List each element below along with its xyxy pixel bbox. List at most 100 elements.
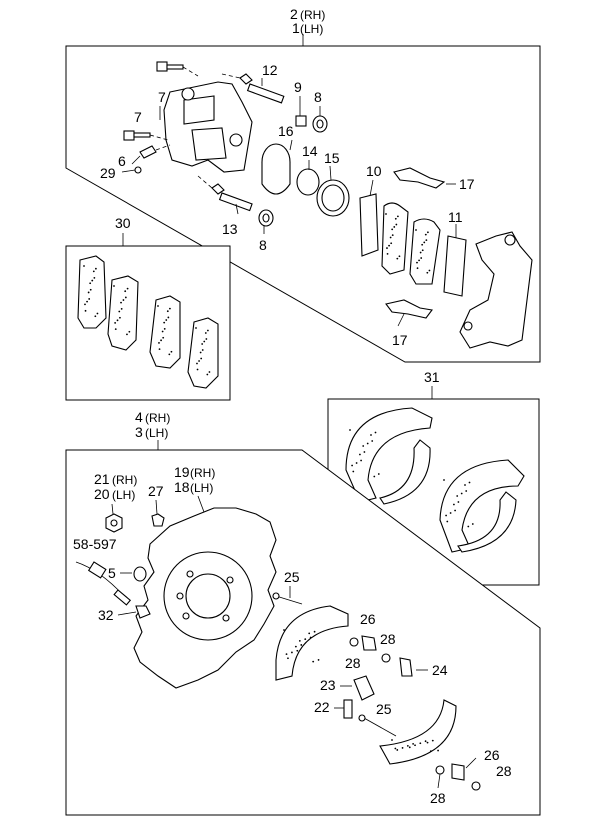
texture-dot xyxy=(421,243,424,246)
texture-dot xyxy=(391,234,394,237)
nut-lh-suffix: (LH) xyxy=(112,488,135,502)
texture-dot xyxy=(423,241,426,244)
texture-dot xyxy=(84,303,86,306)
texture-dot xyxy=(398,255,401,258)
texture-dot xyxy=(414,744,416,747)
texture-dot xyxy=(308,632,311,635)
front-assembly-rh-suffix: (RH) xyxy=(300,8,325,22)
clip-number: 32 xyxy=(98,607,114,623)
texture-dot xyxy=(165,319,168,321)
texture-dot xyxy=(371,440,374,442)
plate-lh-suffix: (LH) xyxy=(190,481,213,495)
texture-dot xyxy=(157,305,159,307)
texture-dot xyxy=(426,271,429,274)
texture-dot xyxy=(396,257,399,260)
callout-12: 12 xyxy=(262,62,278,78)
texture-dot xyxy=(397,215,399,218)
retainer-pin-number: 25 xyxy=(284,569,300,585)
texture-dot xyxy=(418,259,420,262)
texture-dot xyxy=(443,479,445,481)
callout-22: 22 xyxy=(314,699,330,715)
texture-dot xyxy=(406,744,409,747)
texture-dot xyxy=(89,282,92,285)
texture-dot xyxy=(93,276,96,279)
texture-dot xyxy=(401,747,404,749)
callout-8-lower: 8 xyxy=(259,237,267,253)
texture-dot xyxy=(390,242,393,245)
texture-dot xyxy=(420,257,423,259)
texture-dot xyxy=(389,236,392,239)
texture-dot xyxy=(86,300,88,303)
nut-lh-number: 20 xyxy=(94,486,110,502)
texture-dot xyxy=(446,520,449,523)
rear-shoe-upper xyxy=(275,605,349,681)
texture-dot xyxy=(195,327,197,329)
plate-rh-number: 19 xyxy=(174,464,190,480)
clip-17-top-shape xyxy=(393,167,446,189)
texture-dot xyxy=(464,484,466,486)
texture-dot xyxy=(377,473,380,475)
rear-assembly-rh-number: 4 xyxy=(135,409,143,425)
texture-dot xyxy=(300,644,303,646)
texture-dot xyxy=(128,330,131,333)
front-assembly-lh-number: 1 xyxy=(292,20,300,36)
texture-dot xyxy=(416,261,418,264)
texture-dot xyxy=(160,339,162,342)
callout-17-top: 17 xyxy=(459,176,475,192)
nut-rh-suffix: (RH) xyxy=(112,473,137,487)
texture-dot xyxy=(287,657,289,660)
texture-dot xyxy=(312,660,315,663)
texture-dot xyxy=(394,747,397,750)
texture-dot xyxy=(396,749,399,751)
texture-dot xyxy=(359,453,361,456)
texture-dot xyxy=(412,742,415,745)
texture-dot xyxy=(391,228,394,231)
callout-13: 13 xyxy=(222,221,238,237)
texture-dot xyxy=(352,470,355,473)
texture-dot xyxy=(163,321,166,324)
caliper-carrier xyxy=(459,231,533,349)
texture-dot xyxy=(285,653,288,656)
callout-14: 14 xyxy=(302,143,318,159)
front-assembly-lh-suffix: (LH) xyxy=(300,22,323,36)
shoe-kit-number: 31 xyxy=(424,369,440,385)
callout-15: 15 xyxy=(324,150,340,166)
texture-dot xyxy=(454,509,456,512)
bolt-7-lower-shape xyxy=(123,130,169,141)
texture-dot xyxy=(169,307,171,310)
callout-16: 16 xyxy=(278,123,294,139)
texture-dot xyxy=(428,269,431,272)
texture-dot xyxy=(424,740,427,743)
pad-kit-number: 30 xyxy=(115,215,131,231)
texture-dot xyxy=(394,217,397,220)
callout-28-mid: 28 xyxy=(345,655,361,671)
texture-dot xyxy=(456,495,459,497)
texture-dot xyxy=(415,229,417,231)
texture-dot xyxy=(296,649,299,652)
rear-brake-group: 4 (RH) 3 (LH) 21 (RH) 20 (LH) 27 19 (RH)… xyxy=(65,409,541,816)
texture-dot xyxy=(416,267,419,270)
callout-26-top: 26 xyxy=(360,611,376,627)
texture-dot xyxy=(373,475,376,478)
texture-dot xyxy=(362,445,365,447)
texture-dot xyxy=(386,252,389,255)
texture-dot xyxy=(163,327,166,330)
texture-dot xyxy=(199,351,202,354)
texture-dot xyxy=(370,434,372,436)
texture-dot xyxy=(309,636,312,639)
texture-dot xyxy=(196,362,198,365)
bolt-7-top xyxy=(156,61,199,77)
texture-dot xyxy=(460,492,463,495)
texture-dot xyxy=(88,298,91,300)
texture-dot xyxy=(158,342,160,344)
texture-dot xyxy=(453,503,455,506)
texture-dot xyxy=(116,319,119,322)
nut-rh-number: 21 xyxy=(94,471,110,487)
texture-dot xyxy=(283,629,285,631)
texture-dot xyxy=(96,312,99,315)
texture-dot xyxy=(83,265,85,267)
texture-dot xyxy=(465,490,468,492)
pad-kit-pads xyxy=(77,255,219,389)
texture-dot xyxy=(124,290,127,293)
texture-dot xyxy=(360,459,362,462)
